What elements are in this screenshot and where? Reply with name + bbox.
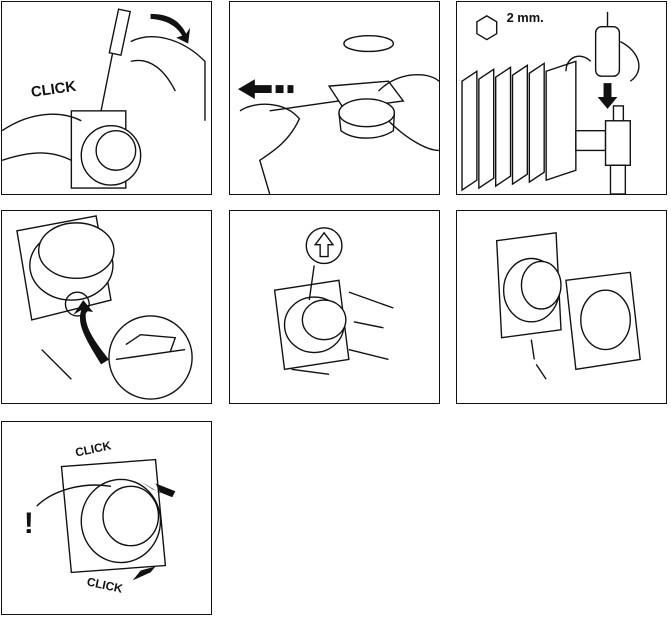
screw-mount-illustration	[273, 227, 394, 375]
hex-size-label: 2 mm.	[507, 10, 544, 25]
cover-attach-illustration	[495, 231, 641, 380]
hex-key-icon	[476, 15, 498, 41]
step-2-remove-wire-panel	[229, 1, 440, 195]
radiator-fins	[461, 60, 577, 192]
click-cover-illustration: CLICK CLICK !	[24, 438, 176, 596]
step-6-attach-cover-panel	[456, 210, 667, 404]
click-label: CLICK	[30, 79, 77, 101]
click-label-bottom: CLICK	[86, 575, 125, 596]
screwdriver-click-illustration: CLICK	[2, 8, 206, 189]
latch-detail-magnifier	[108, 315, 193, 400]
click-label-top: CLICK	[74, 438, 113, 459]
plate-latch-illustration	[16, 215, 193, 400]
warning-exclamation: !	[24, 507, 34, 540]
step-1-remove-cover-panel: CLICK	[1, 1, 212, 195]
pull-wire-illustration	[238, 34, 439, 194]
step-7-click-cover-panel: CLICK CLICK !	[1, 421, 212, 615]
step-3-mount-radiator-panel: 2 mm.	[456, 1, 667, 195]
radiator-valve-illustration: 2 mm.	[461, 10, 640, 194]
step-5-screw-plate-panel	[229, 210, 440, 404]
step-4-plate-latch-panel	[1, 210, 212, 404]
